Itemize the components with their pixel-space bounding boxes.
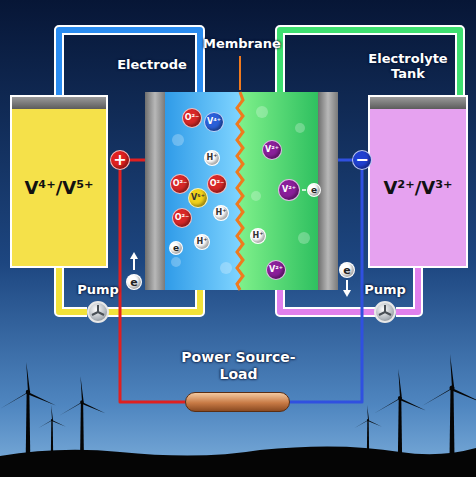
ion: H⁺	[250, 228, 267, 245]
negative-terminal: −	[352, 150, 372, 170]
positive-terminal: +	[110, 150, 130, 170]
ion: O²⁻	[207, 174, 228, 195]
part-label: Membrane	[203, 37, 277, 52]
ion: V²⁺	[278, 179, 300, 201]
ion-label: H⁺	[207, 154, 218, 162]
ion: V²⁺	[262, 140, 282, 160]
ion: O²⁻	[172, 208, 193, 229]
wire	[120, 170, 185, 402]
ion: V⁵⁺	[188, 188, 208, 208]
wire	[290, 170, 362, 402]
part-label: Electrode	[113, 58, 191, 73]
ion: O²⁻	[170, 174, 191, 195]
ion-label: e	[311, 186, 317, 195]
component-label: Pump	[77, 282, 119, 297]
electron: e	[339, 262, 355, 278]
ion: H⁺	[204, 150, 221, 167]
ion: O²⁻	[182, 108, 203, 129]
ion-label: e	[173, 244, 179, 253]
ion-label: V²⁺	[269, 266, 283, 274]
electrolyte-tank: V²⁺/V³⁺	[368, 95, 468, 268]
tank-label: V⁴⁺/V⁵⁺	[24, 177, 93, 198]
electron: e	[169, 241, 183, 255]
ion-label: V²⁺	[282, 186, 296, 194]
ion: H⁺	[213, 205, 230, 222]
ion: V²⁺	[266, 260, 286, 280]
electron: e	[307, 183, 321, 197]
part-label: Electrolyte Tank	[363, 52, 453, 82]
tank-label: V²⁺/V³⁺	[383, 177, 452, 198]
ion-label: V²⁺	[265, 146, 279, 154]
ion-label: O²⁻	[185, 114, 200, 122]
ion: V⁴⁺	[204, 112, 224, 132]
ion-label: H⁺	[216, 209, 227, 217]
ion: H⁺	[194, 234, 211, 251]
component-label: Pump	[364, 282, 406, 297]
ion-label: H⁺	[197, 238, 208, 246]
power-load: Power Source-Load	[185, 392, 290, 412]
pump: Pump	[87, 301, 109, 323]
ion-label: V⁵⁺	[191, 194, 205, 202]
ion-label: e	[130, 277, 137, 288]
pump: Pump	[374, 301, 396, 323]
electrolyte-tank: V⁴⁺/V⁵⁺	[10, 95, 108, 268]
ion-label: +	[113, 152, 126, 168]
pump-icon	[374, 301, 396, 323]
electron: e	[126, 274, 142, 290]
ion-label: O²⁻	[210, 180, 225, 188]
ion-label: e	[343, 265, 350, 276]
ion-label: O²⁻	[175, 214, 190, 222]
component-label: Power Source-Load	[179, 349, 299, 383]
ion-label: V⁴⁺	[207, 118, 221, 126]
ion-label: O²⁻	[173, 180, 188, 188]
ion-label: −	[355, 152, 368, 168]
ion-label: H⁺	[253, 232, 264, 240]
pump-icon	[87, 301, 109, 323]
